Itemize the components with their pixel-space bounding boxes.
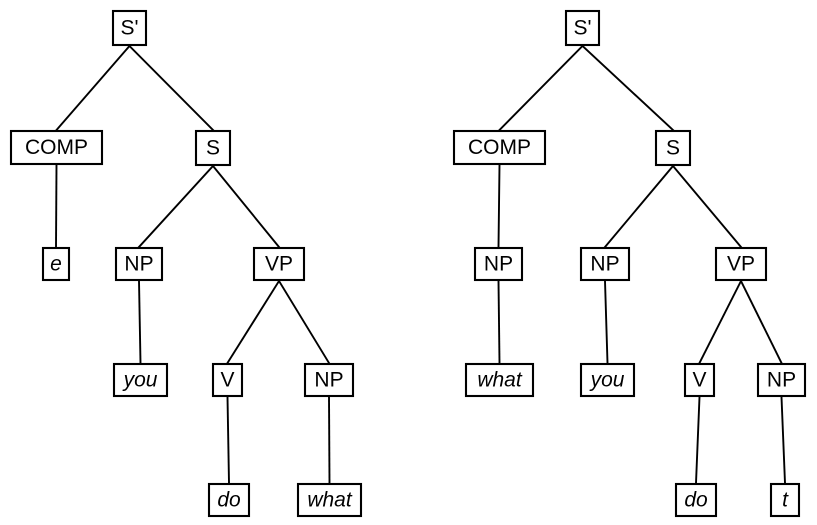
tree-node-l-np1[interactable]: NP — [114, 246, 164, 282]
tree-edge — [671, 164, 743, 249]
tree-edge — [497, 280, 501, 364]
tree-node-r-np0[interactable]: NP — [473, 246, 524, 282]
tree-edge — [226, 279, 281, 365]
tree-node-r-s[interactable]: S — [654, 129, 692, 167]
node-box — [464, 362, 535, 398]
tree-edge — [739, 279, 783, 365]
tree-edge — [226, 396, 230, 484]
tree-node-r-v[interactable]: V — [683, 362, 716, 398]
tree-node-r-what[interactable]: what — [464, 362, 535, 398]
node-label: e — [50, 253, 62, 276]
tree-node-l-what[interactable]: what — [296, 482, 363, 518]
tree-edge — [55, 44, 131, 132]
node-label: S' — [573, 17, 591, 40]
tree-edge — [498, 44, 584, 132]
node-box — [579, 246, 631, 282]
tree-node-l-sbar[interactable]: S' — [111, 9, 148, 47]
tree-node-l-vp[interactable]: VP — [252, 246, 306, 282]
node-box — [111, 9, 148, 47]
node-box — [756, 362, 807, 398]
tree-edge — [603, 164, 675, 249]
node-label: NP — [590, 253, 619, 276]
tree-nodes-surface-structure-tree: S' COMP S NP NP VP what you V NP do t — [452, 9, 807, 518]
node-label: VP — [727, 253, 755, 276]
node-label: NP — [314, 369, 343, 392]
node-label: S — [666, 137, 680, 160]
tree-edge — [128, 44, 215, 132]
tree-node-r-np1[interactable]: NP — [579, 246, 631, 282]
node-label: V — [692, 369, 706, 392]
tree-node-r-comp[interactable]: COMP — [452, 129, 547, 166]
node-label: do — [684, 489, 708, 512]
node-box — [769, 482, 801, 518]
tree-node-l-np2[interactable]: NP — [303, 362, 355, 398]
node-box — [452, 129, 547, 166]
node-box — [683, 362, 716, 398]
node-label: COMP — [25, 136, 88, 159]
node-box — [41, 246, 71, 282]
tree-edge — [604, 280, 609, 364]
node-label: NP — [767, 369, 796, 392]
tree-node-r-sbar[interactable]: S' — [564, 9, 601, 47]
node-box — [114, 246, 164, 282]
tree-node-l-s[interactable]: S — [194, 129, 232, 167]
node-label: what — [477, 369, 523, 392]
node-label: S — [206, 137, 220, 160]
node-label: you — [122, 369, 158, 392]
node-label: what — [307, 489, 353, 512]
node-box — [112, 362, 169, 398]
tree-edge — [497, 164, 501, 248]
tree-node-l-v[interactable]: V — [211, 362, 244, 398]
tree-edge — [581, 44, 675, 132]
node-label: S' — [120, 17, 138, 40]
tree-edges-deep-structure-tree — [55, 44, 331, 484]
node-box — [296, 482, 363, 518]
node-box — [473, 246, 524, 282]
tree-node-l-comp[interactable]: COMP — [9, 129, 104, 166]
tree-edge — [138, 280, 142, 364]
tree-edges-surface-structure-tree — [497, 44, 786, 484]
node-label: NP — [124, 253, 153, 276]
edges-layer — [55, 44, 786, 484]
node-label: NP — [484, 253, 513, 276]
tree-edge — [698, 279, 743, 365]
node-box — [252, 246, 306, 282]
tree-edge — [55, 164, 58, 248]
node-box — [207, 482, 251, 518]
node-box — [9, 129, 104, 166]
node-box — [564, 9, 601, 47]
tree-node-r-vp[interactable]: VP — [714, 246, 768, 282]
tree-node-r-you[interactable]: you — [579, 362, 636, 398]
node-box — [674, 482, 718, 518]
tree-node-r-t[interactable]: t — [769, 482, 801, 518]
node-box — [194, 129, 232, 167]
node-label: V — [220, 369, 234, 392]
node-box — [303, 362, 355, 398]
tree-edge — [328, 396, 331, 484]
tree-node-l-do[interactable]: do — [207, 482, 251, 518]
tree-edge — [780, 396, 786, 484]
node-label: COMP — [468, 136, 531, 159]
node-label: t — [782, 489, 789, 512]
tree-edge — [137, 164, 215, 249]
node-label: VP — [265, 253, 293, 276]
node-box — [579, 362, 636, 398]
node-label: you — [589, 369, 625, 392]
node-box — [654, 129, 692, 167]
tree-edge — [695, 396, 701, 484]
tree-node-l-e[interactable]: e — [41, 246, 71, 282]
node-box — [211, 362, 244, 398]
node-label: do — [217, 489, 241, 512]
node-box — [714, 246, 768, 282]
tree-node-l-you[interactable]: you — [112, 362, 169, 398]
tree-edge — [277, 279, 331, 365]
tree-node-r-np2[interactable]: NP — [756, 362, 807, 398]
tree-node-r-do[interactable]: do — [674, 482, 718, 518]
tree-edge — [211, 164, 281, 249]
